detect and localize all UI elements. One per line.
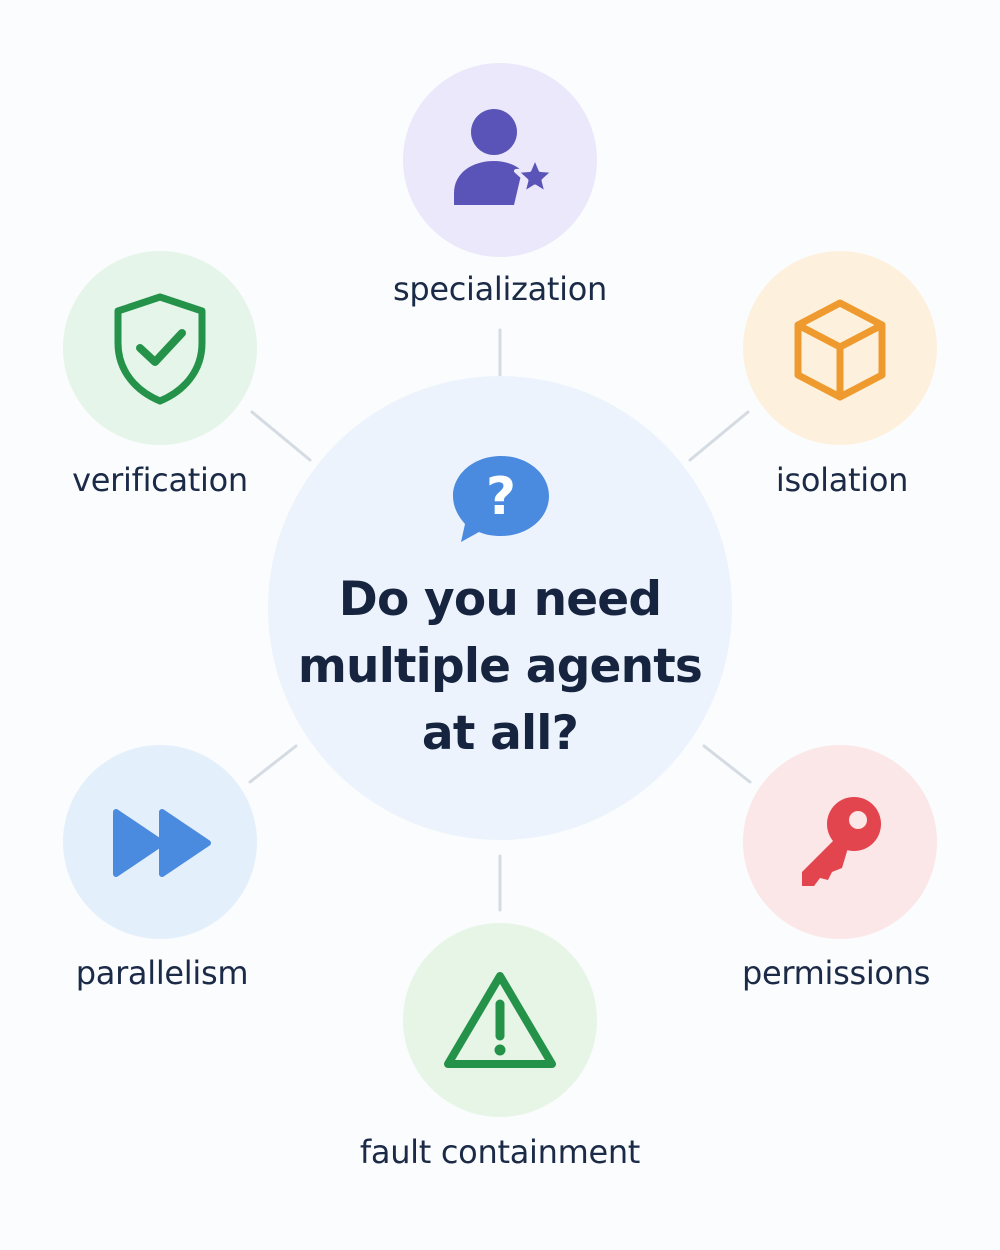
- center-question: Do you need multiple agents at all?: [297, 572, 703, 761]
- svg-text:?: ?: [486, 467, 516, 527]
- node-verification-label: verification: [72, 461, 248, 499]
- node-specialization-label: specialization: [392, 270, 608, 308]
- node-specialization-circle: [403, 63, 597, 257]
- connector-isolation: [688, 410, 750, 462]
- node-fault-containment-label: fault containment: [359, 1133, 641, 1171]
- connector-parallelism: [248, 744, 298, 784]
- node-verification-circle: [63, 251, 257, 445]
- connector-verification: [250, 410, 312, 462]
- shield-check-icon: [114, 293, 206, 405]
- center-node: [268, 376, 732, 840]
- node-isolation-label: isolation: [775, 461, 909, 499]
- node-parallelism-label: parallelism: [75, 954, 249, 992]
- question-bubble-icon: ?: [453, 456, 549, 542]
- fast-forward-icon: [113, 809, 211, 877]
- key-icon: [802, 797, 881, 886]
- warning-triangle-icon: [444, 972, 556, 1068]
- connector-permissions: [702, 744, 752, 784]
- cube-icon: [794, 299, 886, 401]
- person-star-icon: [454, 109, 556, 205]
- node-permissions-label: permissions: [741, 954, 931, 992]
